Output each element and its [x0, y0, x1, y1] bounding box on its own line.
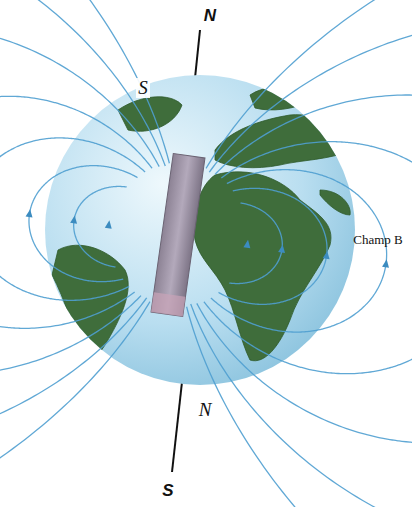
field-line [191, 17, 412, 507]
field-line [74, 186, 127, 267]
field-line [229, 203, 282, 284]
field-line [204, 142, 412, 374]
continents [52, 87, 356, 365]
field-line [29, 166, 138, 282]
field-line [0, 0, 169, 507]
magnetic-pole-label: S [136, 78, 150, 99]
geographic-pole-label: N [202, 7, 218, 26]
field-line [0, 96, 152, 328]
field-arrow [243, 239, 251, 248]
globe [45, 75, 355, 385]
magnetic-pole-label: N [197, 400, 214, 421]
field-arrow [323, 250, 331, 259]
field-line [0, 138, 145, 300]
field-arrow [278, 244, 286, 253]
axis-line [172, 382, 182, 472]
field-arrow [26, 209, 34, 218]
field-line [187, 0, 412, 507]
field-label: Champ B [351, 233, 404, 247]
field-line [0, 27, 159, 375]
axis-line [195, 30, 200, 78]
field-arrow [105, 220, 113, 229]
field-line [211, 170, 387, 332]
field-arrow [382, 259, 390, 268]
field-line [0, 0, 165, 453]
geographic-pole-label: S [160, 482, 175, 501]
field-arrow [70, 215, 78, 224]
bar-magnet [151, 154, 205, 317]
field-line [219, 188, 328, 304]
